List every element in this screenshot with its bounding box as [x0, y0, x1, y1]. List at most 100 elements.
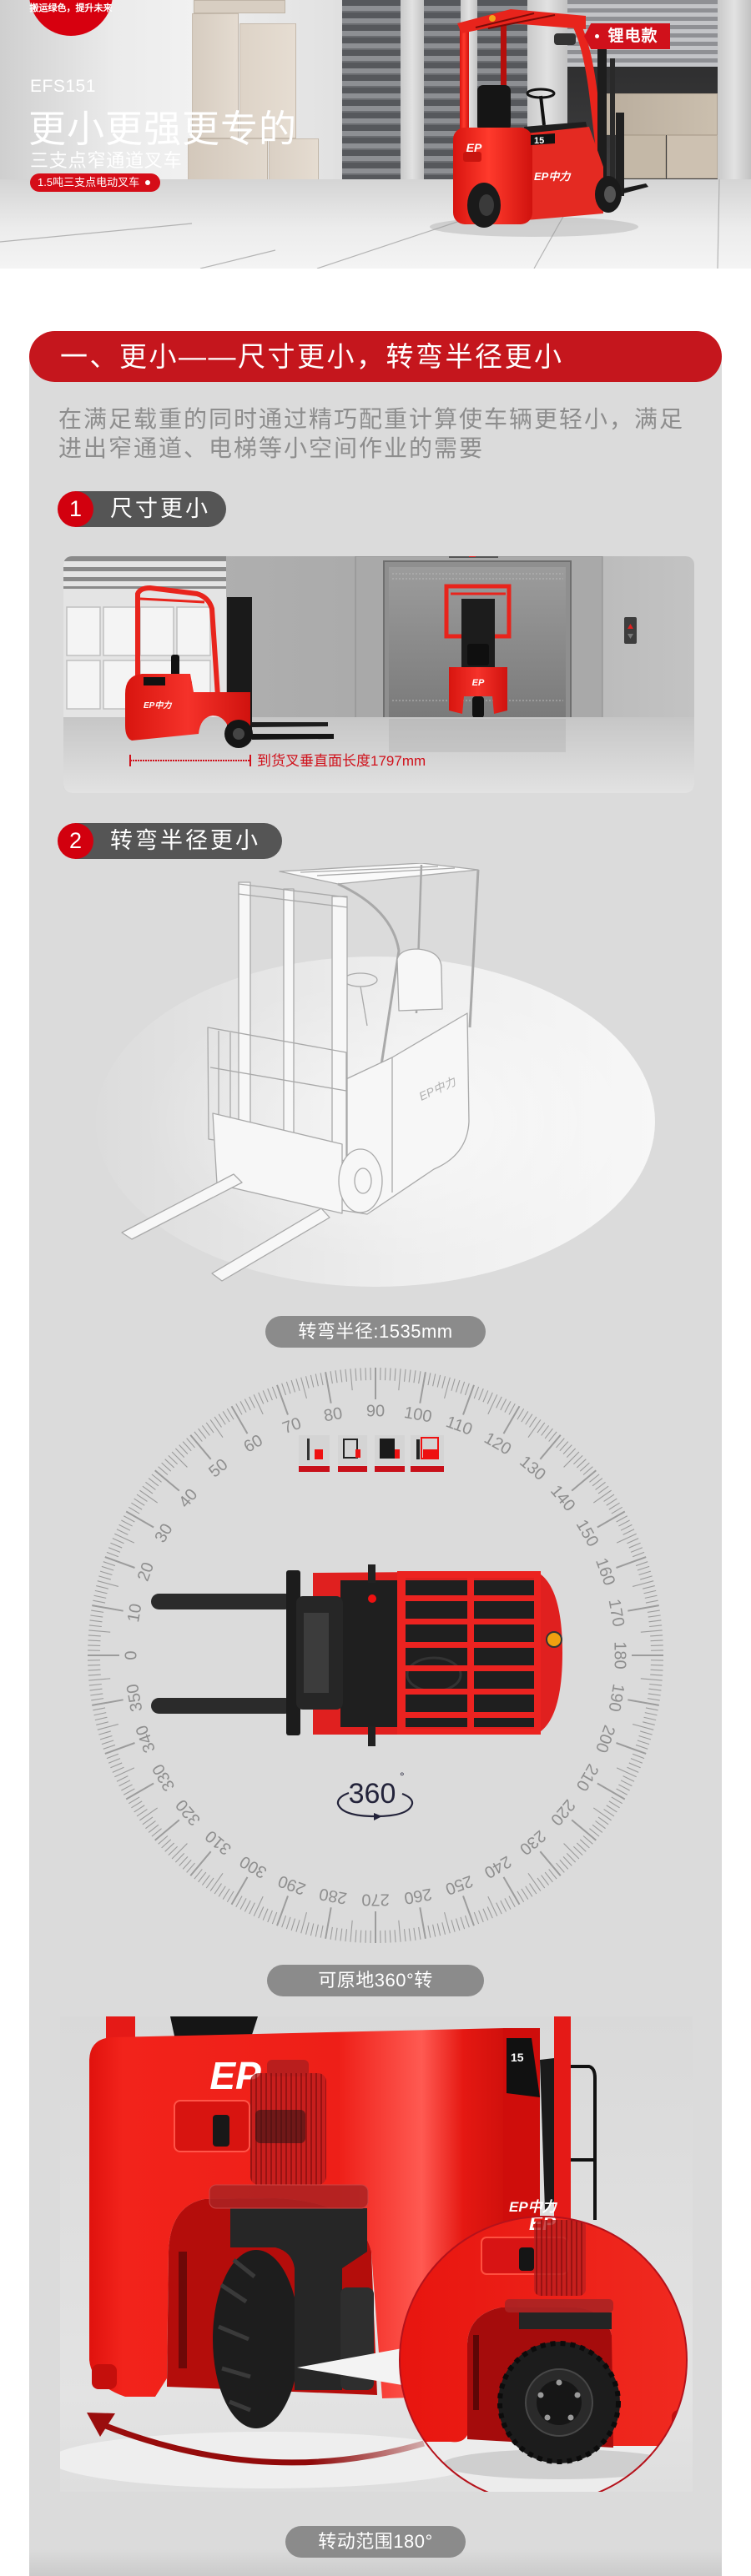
grab-handle [174, 2100, 250, 2152]
dial-label: 220 [547, 1795, 578, 1829]
dial-label: 50 [205, 1455, 231, 1481]
dial-tick [262, 1390, 269, 1403]
dial-tick [230, 1876, 249, 1906]
dial-tick [267, 1388, 273, 1401]
dial-ticks [88, 1368, 663, 1943]
cardboard-box [239, 23, 296, 138]
dial-tick [88, 1634, 101, 1637]
dial-tick [108, 1758, 121, 1764]
dial-tick [290, 1379, 296, 1393]
dial-tick [194, 1431, 203, 1442]
dial-tick [112, 1538, 124, 1544]
dial-tick [451, 1378, 456, 1391]
dial-tick [464, 1915, 470, 1928]
dial-tick [235, 1896, 243, 1908]
dial-tick [325, 1372, 332, 1403]
dial-tick [527, 1419, 542, 1439]
dial-tick [276, 1896, 289, 1926]
dial-tick [616, 1533, 637, 1544]
dial-tick [295, 1378, 300, 1391]
dial-tick [290, 1918, 296, 1931]
dial-tick [179, 1444, 189, 1455]
dial-tick [230, 1405, 249, 1434]
dial-tick [606, 1498, 617, 1506]
dial-tick [527, 1872, 542, 1891]
dial-tick [628, 1699, 659, 1706]
dial-tick [285, 1916, 291, 1930]
dial-tick [638, 1735, 652, 1740]
cardboard-box [194, 0, 285, 13]
dial-tick [276, 1384, 289, 1415]
dial-label: 310 [202, 1826, 235, 1858]
dial-tick [99, 1570, 113, 1576]
overhead-guard-grid [397, 1571, 541, 1735]
dial-tick [408, 1369, 411, 1383]
dial-tick [398, 1368, 401, 1391]
dial-tick [573, 1454, 583, 1465]
dial-tick [521, 1888, 529, 1900]
dial-tick [544, 1428, 553, 1439]
dial-tick [136, 1494, 148, 1502]
dial-tick [189, 1850, 212, 1876]
dial-tick [258, 1906, 265, 1919]
badge-pill [75, 491, 226, 527]
forklift-front-view: EP [444, 584, 512, 718]
dial-tick [616, 1767, 637, 1778]
dial-tick [90, 1693, 103, 1696]
dial-tick [91, 1609, 104, 1613]
dial-tick [640, 1575, 653, 1580]
dial-tick [186, 1438, 195, 1449]
dial-tick [627, 1766, 639, 1773]
dial-tick [647, 1609, 660, 1613]
dial-tick [104, 1556, 135, 1569]
dial-tick [134, 1805, 145, 1813]
dial-tick [579, 1462, 590, 1472]
dial-tick [566, 1853, 577, 1863]
dial-tick [592, 1478, 603, 1487]
dial-tick [239, 1401, 247, 1413]
dial-tick [103, 1744, 116, 1750]
dial-tick [637, 1565, 650, 1571]
dial-tick [541, 1425, 550, 1436]
dial-tick [618, 1784, 630, 1791]
dial-tick [643, 1716, 657, 1721]
feature-badge-size: 1 尺寸更小 [58, 491, 226, 527]
dial-tick [330, 1371, 333, 1384]
dial-label: 250 [443, 1871, 476, 1898]
dial-tick [164, 1459, 175, 1469]
dial-tick [630, 1758, 643, 1764]
dial-tick [161, 1839, 172, 1849]
callout-pointer [297, 2348, 402, 2385]
dial-label: 340 [133, 1723, 159, 1755]
dial-tick [539, 1850, 562, 1876]
dial-tick [432, 1373, 436, 1387]
dial-label: 110 [443, 1413, 474, 1439]
dial-tick [118, 1524, 131, 1531]
dial-tick [648, 1693, 661, 1696]
dial-tick [603, 1494, 615, 1502]
dial-tick [630, 1547, 643, 1553]
dial-tick [504, 1401, 512, 1413]
dial-tick [597, 1782, 626, 1800]
dial-tick [136, 1809, 148, 1817]
dial-tick [96, 1721, 108, 1725]
dial-tick [548, 1431, 557, 1442]
dial-tick [529, 1883, 537, 1895]
dial-tick [473, 1911, 480, 1925]
dial-tick [441, 1922, 446, 1935]
grab-bar [571, 2065, 597, 2220]
dial-tick [537, 1422, 546, 1434]
dial-tick [93, 1594, 107, 1599]
dial-tick [632, 1580, 654, 1587]
dial-label: 160 [592, 1555, 618, 1588]
dial-tick [89, 1619, 103, 1623]
steer-range-caption: 转动范围180° [285, 2526, 466, 2558]
floor-lines [0, 178, 720, 269]
dimension-indicator: 到货叉垂直面长度1797mm [129, 753, 426, 769]
dial-tick [650, 1634, 663, 1637]
dial-tick [182, 1441, 192, 1452]
dial-tick [103, 1561, 116, 1567]
dial-tick [462, 1384, 475, 1415]
hero-subtitle: 三支点窄通道叉车 [30, 150, 183, 171]
